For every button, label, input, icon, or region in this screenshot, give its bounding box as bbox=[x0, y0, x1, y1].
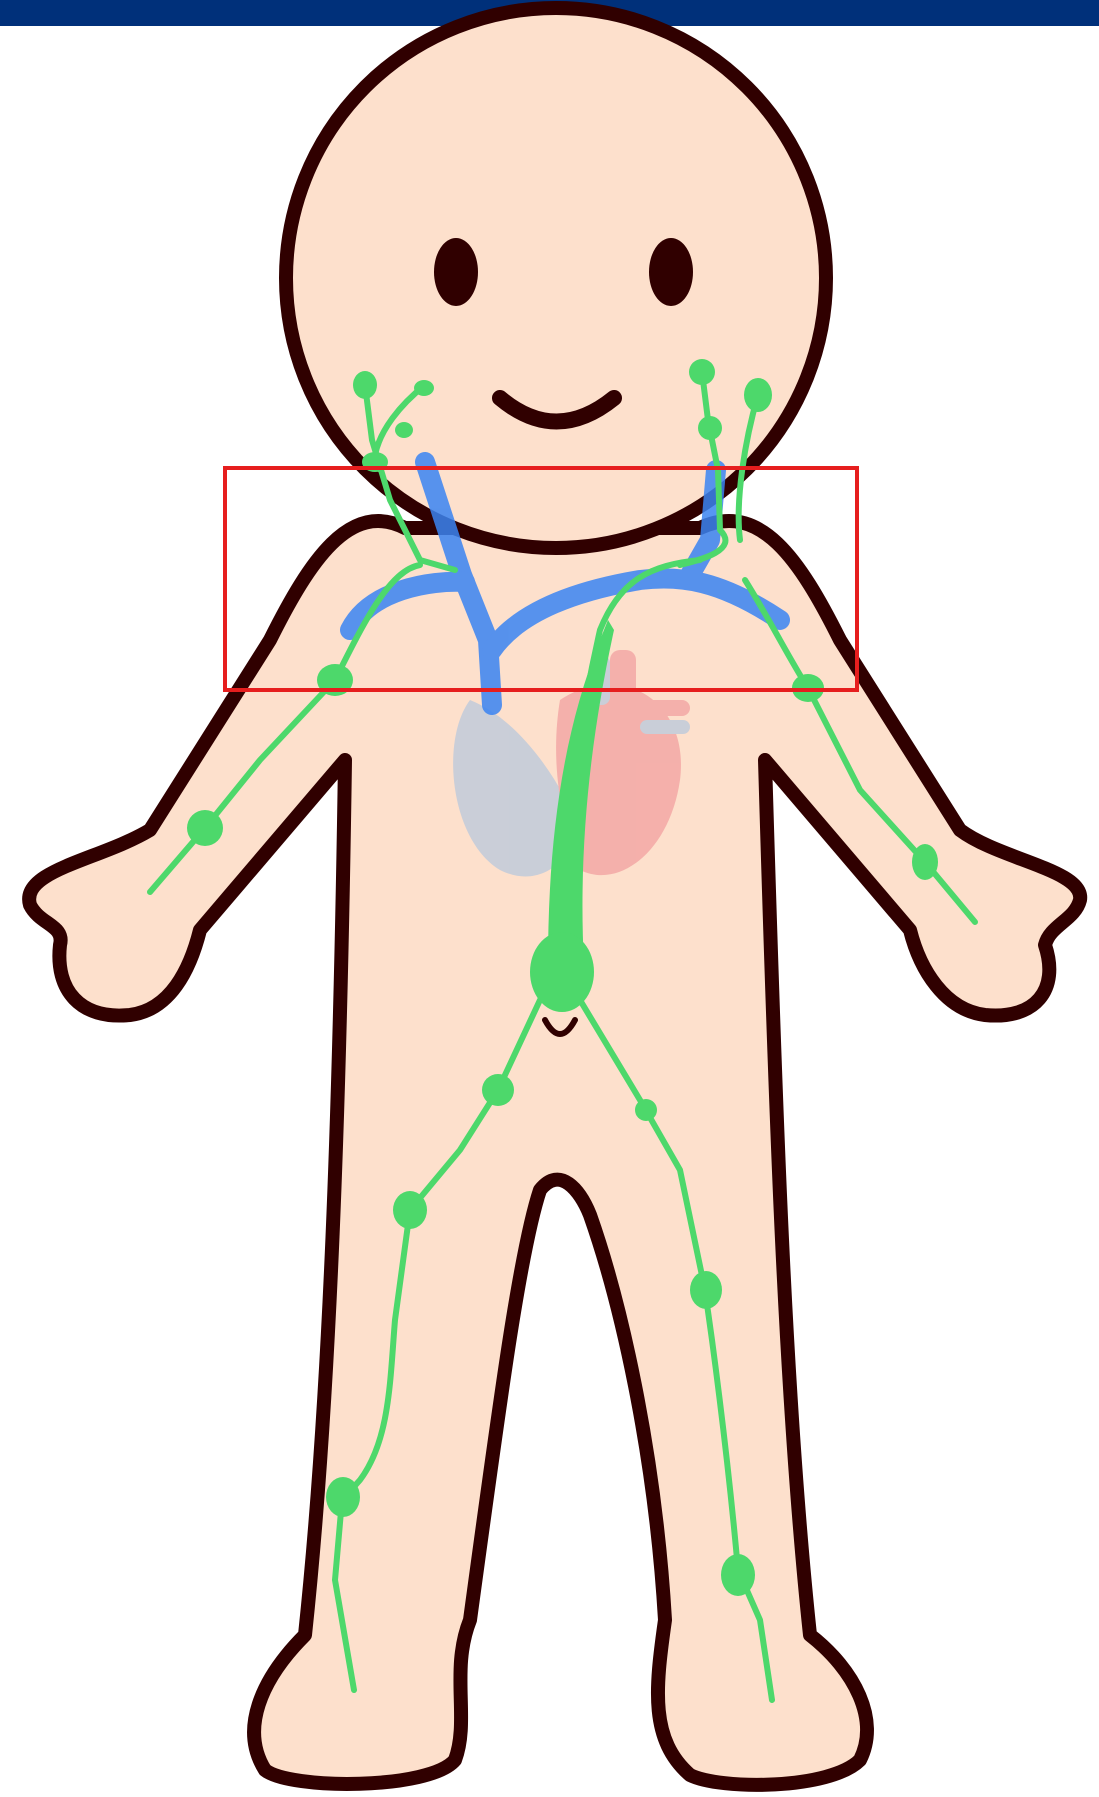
lymph-node bbox=[326, 1477, 360, 1517]
lymph-node bbox=[395, 422, 413, 438]
lymph-node bbox=[690, 1271, 722, 1309]
lymph-node bbox=[721, 1554, 755, 1596]
right-eye bbox=[649, 238, 693, 306]
lymph-node bbox=[698, 416, 722, 440]
lymph-node bbox=[414, 380, 434, 396]
left-eye bbox=[434, 238, 478, 306]
lymph-node bbox=[393, 1191, 427, 1229]
lymph-node bbox=[635, 1099, 657, 1121]
lymph-node bbox=[689, 359, 715, 385]
lymph-node bbox=[912, 844, 938, 880]
lymph-node bbox=[482, 1074, 514, 1106]
body-outline bbox=[29, 521, 1080, 1785]
cisterna-chyli bbox=[530, 932, 594, 1012]
lymph-node bbox=[353, 371, 377, 399]
lymph-node bbox=[187, 810, 223, 846]
lymph-node bbox=[744, 378, 772, 412]
